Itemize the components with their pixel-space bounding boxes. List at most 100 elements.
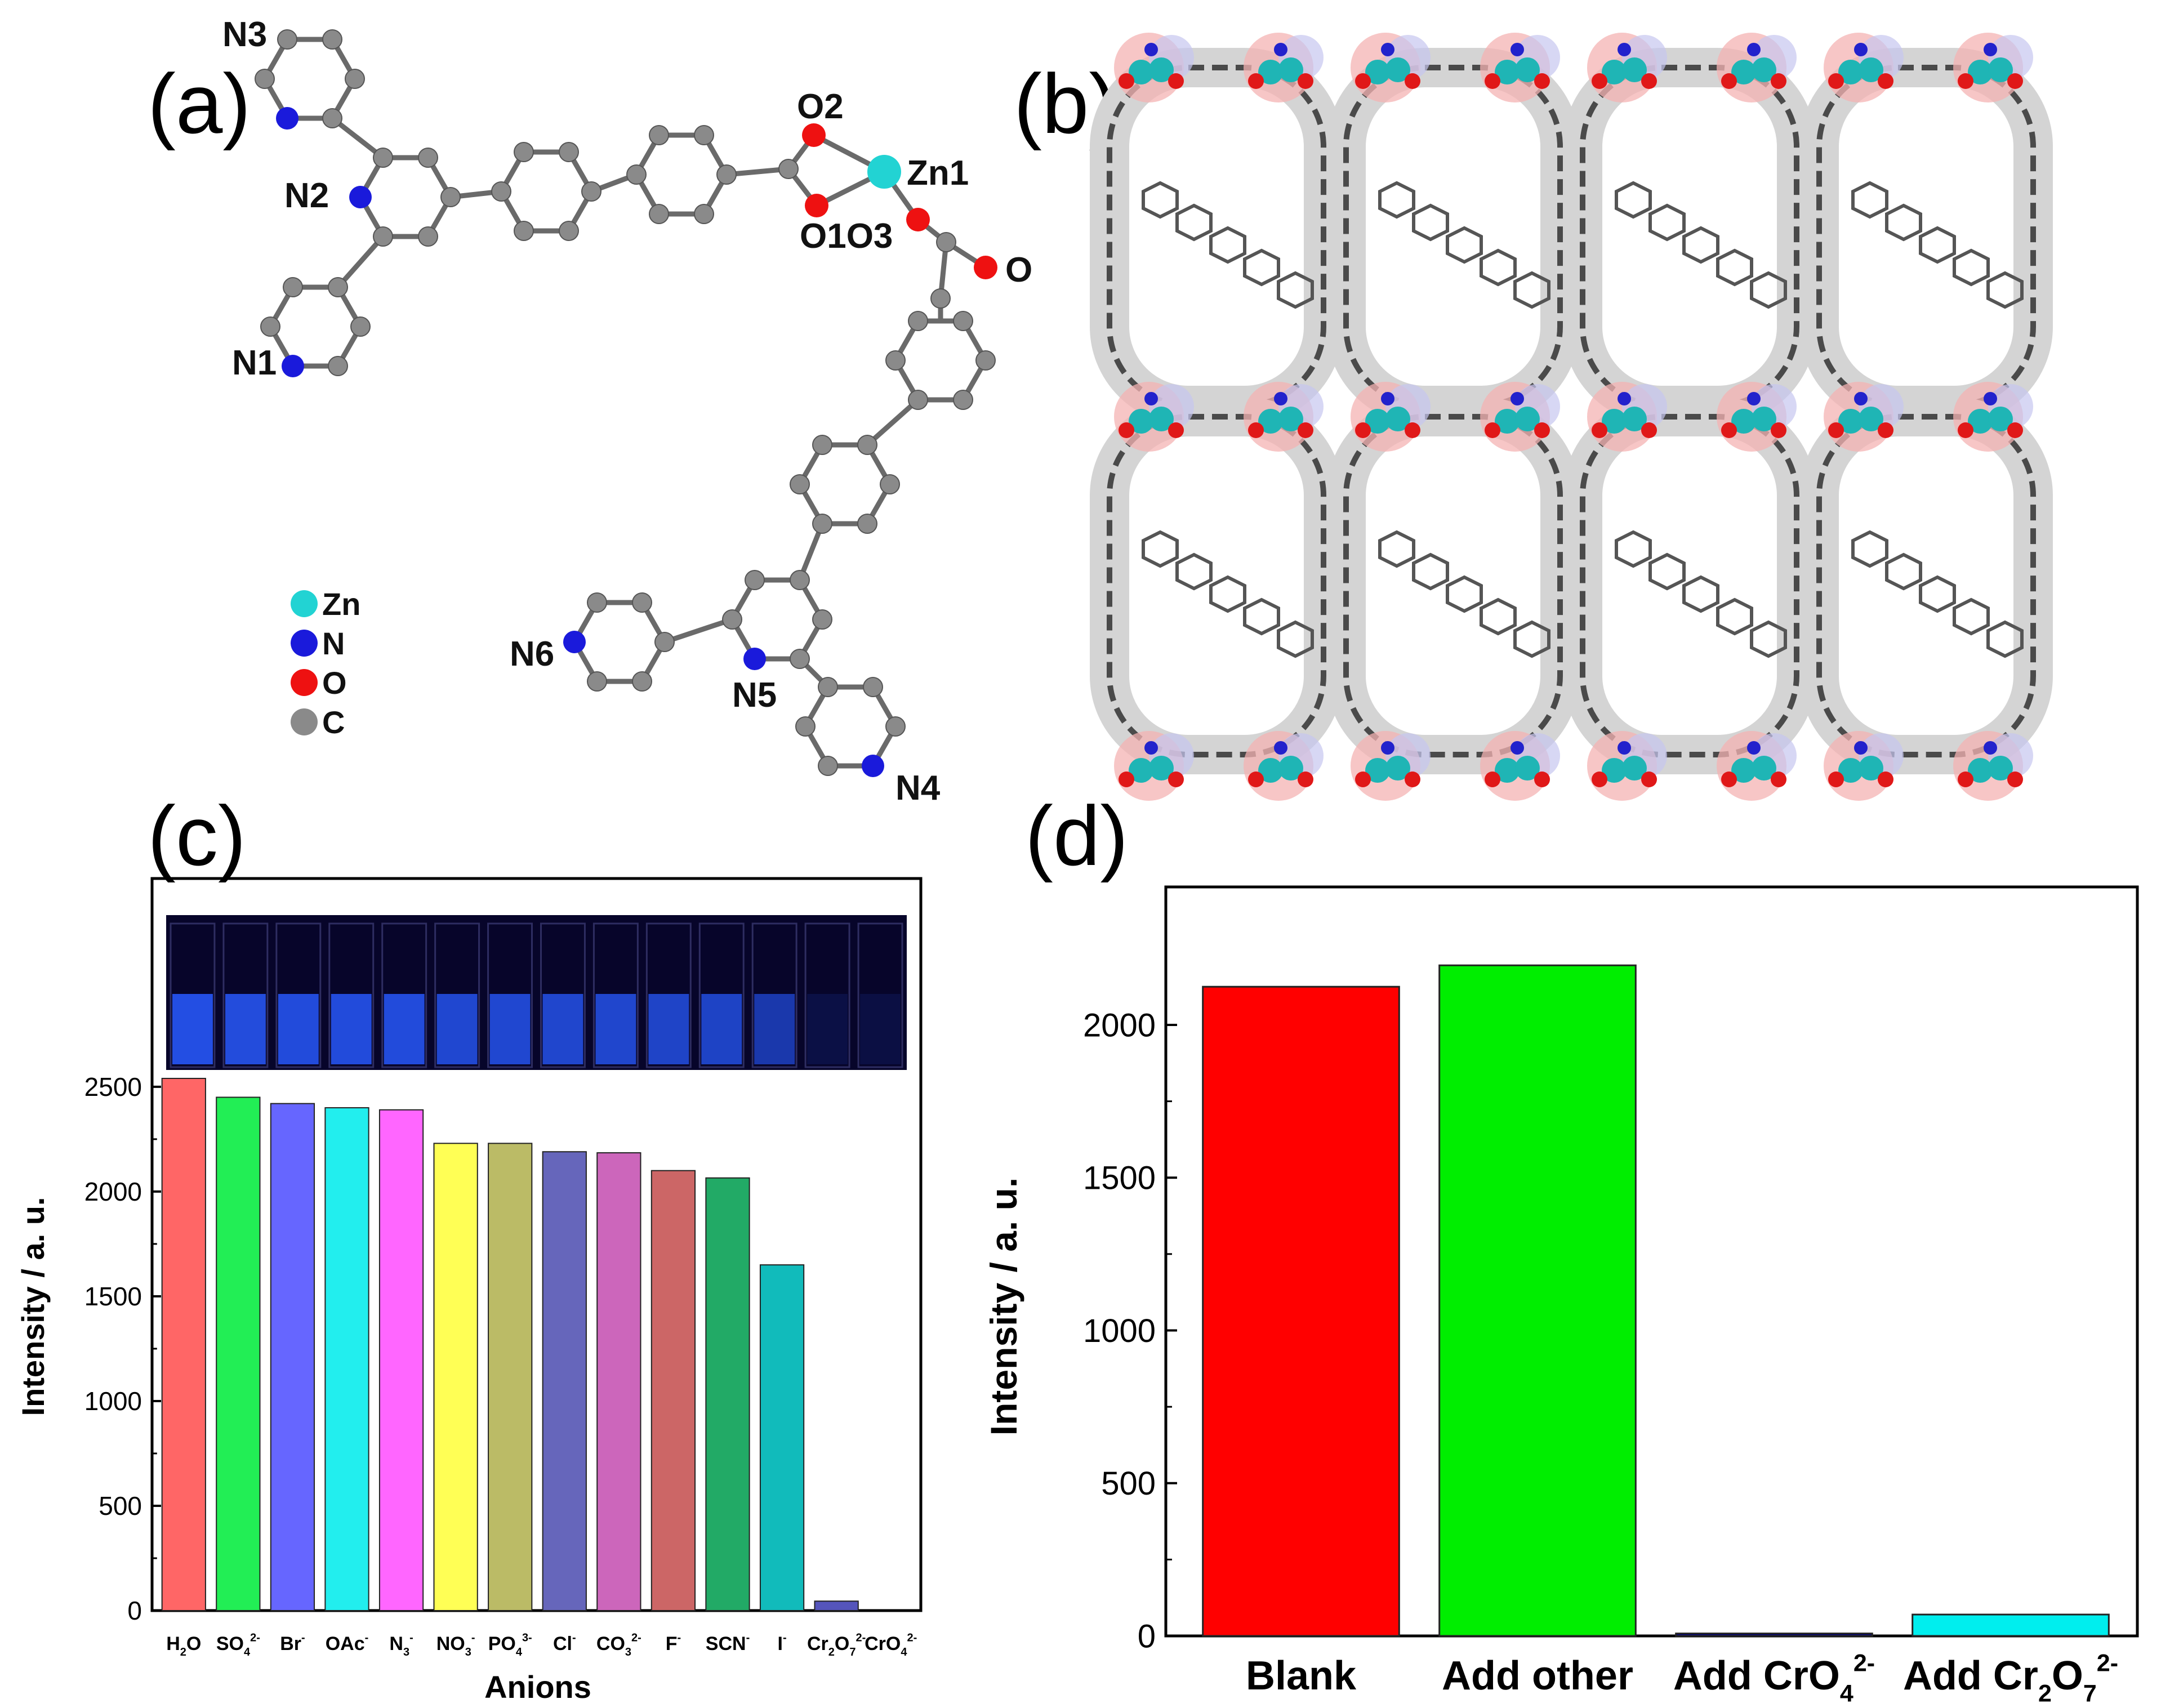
vial-glow xyxy=(542,994,583,1064)
packing-cell xyxy=(1563,397,1816,774)
molecule-atoms xyxy=(255,29,997,777)
carbon-atom xyxy=(649,125,669,145)
panel-label-c: (c) xyxy=(148,788,246,883)
carbon-atom xyxy=(863,677,883,697)
carbon-atom xyxy=(812,435,832,455)
vial xyxy=(381,922,427,1068)
carbon-atom xyxy=(255,69,275,89)
chart-c-category-label: H2O xyxy=(166,1633,201,1658)
chart-d-bar xyxy=(1675,1633,1873,1637)
zn-cluster-node xyxy=(1114,33,1194,102)
carbon-atom xyxy=(328,277,348,297)
zn-cluster-node xyxy=(1351,33,1431,102)
vial xyxy=(434,922,480,1068)
chart-c-category-label: I- xyxy=(778,1632,787,1655)
chart-c-bar xyxy=(324,1107,369,1611)
chart-d-ytick-label: 500 xyxy=(1101,1465,1156,1502)
chart-c-bar xyxy=(433,1143,478,1611)
chart-c-bar xyxy=(378,1109,424,1612)
chart-c-ytick-label: 0 xyxy=(127,1596,142,1625)
vial xyxy=(751,922,797,1068)
carbon-atom xyxy=(716,164,737,185)
carbon-atom xyxy=(283,277,303,297)
zn-cluster-node xyxy=(1480,33,1560,102)
chart-c-category-label: Cl- xyxy=(553,1632,576,1655)
zn-cluster-node xyxy=(1114,382,1194,452)
legend-zn-ball xyxy=(291,590,318,617)
carbon-atom xyxy=(632,671,652,692)
vial xyxy=(487,922,533,1068)
chart-c-category-label: OAc- xyxy=(326,1632,369,1655)
vial xyxy=(275,922,322,1068)
molecule-structure: N3 N2 N1 O2 Zn1 O1O3 O N6 N5 N4 Zn N O C xyxy=(222,15,1032,808)
chart-c-ytick-label: 1500 xyxy=(84,1282,142,1311)
vial-glow xyxy=(225,994,266,1064)
atom-label-n4: N4 xyxy=(895,769,941,808)
chart-d-category-label: Add CrO42- xyxy=(1673,1650,1875,1707)
carbon-atom xyxy=(818,756,838,776)
chart-d-bar xyxy=(1438,964,1637,1637)
carbon-atom xyxy=(745,570,765,590)
packing-cell xyxy=(1563,48,1816,425)
vial-glow xyxy=(595,994,636,1064)
atom-labels: N3 N2 N1 O2 Zn1 O1O3 O N6 N5 N4 xyxy=(222,15,1032,808)
vial xyxy=(645,922,692,1068)
carbon-atom xyxy=(559,142,579,162)
chart-c-ytick-label: 1000 xyxy=(84,1386,142,1416)
oxygen-atom xyxy=(802,123,826,147)
carbon-atom xyxy=(975,350,996,371)
vial-glow xyxy=(701,994,742,1064)
chart-c-ytick-label: 2500 xyxy=(84,1072,142,1101)
carbon-atom xyxy=(953,390,973,410)
zn-cluster-node xyxy=(1244,33,1324,102)
vial xyxy=(698,922,745,1068)
atom-label-o1o3: O1O3 xyxy=(800,217,893,256)
vial-glow xyxy=(384,994,425,1064)
zn-cluster-node xyxy=(1351,382,1431,452)
legend-n-label: N xyxy=(322,626,345,661)
carbon-atom xyxy=(818,677,838,697)
vial xyxy=(857,922,903,1068)
atom-label-n2: N2 xyxy=(284,176,329,215)
oxygen-atom xyxy=(906,208,930,231)
carbon-atom xyxy=(322,108,342,128)
crystal-packing-image xyxy=(1090,33,2053,801)
packing-cell xyxy=(1326,397,1580,774)
legend-c-label: C xyxy=(322,704,345,740)
vial-glow xyxy=(648,994,689,1064)
panel-label-a: (a) xyxy=(148,56,251,151)
carbon-atom xyxy=(581,181,601,202)
vial-glow xyxy=(860,994,901,1064)
carbon-atom xyxy=(936,232,956,252)
chart-c-category-label: SCN- xyxy=(706,1632,750,1655)
carbon-atom xyxy=(350,316,371,337)
carbon-atom xyxy=(626,164,647,185)
chart-c-xlabel: Anions xyxy=(484,1669,591,1705)
chart-c-bar xyxy=(270,1103,315,1611)
chart-c-inset-photo xyxy=(166,915,907,1070)
chart-d-ytick-label: 0 xyxy=(1138,1618,1156,1655)
legend-n-ball xyxy=(291,630,318,657)
carbon-atom xyxy=(857,435,877,455)
chart-c-bar xyxy=(542,1151,587,1611)
vial-glow xyxy=(278,994,319,1064)
carbon-atom xyxy=(885,350,906,371)
chart-c-bar xyxy=(814,1600,859,1612)
carbon-atom xyxy=(587,671,607,692)
zn-cluster-node xyxy=(1480,731,1560,801)
carbon-atom xyxy=(790,570,810,590)
carbon-atom xyxy=(790,474,810,494)
carbon-atom xyxy=(649,204,669,224)
chart-c-bar xyxy=(650,1170,696,1611)
carbon-atom xyxy=(514,221,534,241)
carbon-atom xyxy=(812,514,832,534)
chart-c-category-label: PO43- xyxy=(488,1632,532,1659)
chart-d-ytick-label: 1500 xyxy=(1083,1160,1156,1197)
carbon-atom xyxy=(559,221,579,241)
chart-c-bar xyxy=(705,1177,750,1611)
oxygen-atom xyxy=(805,194,828,217)
zn-cluster-node xyxy=(1587,731,1667,801)
vial-glow xyxy=(489,994,531,1064)
